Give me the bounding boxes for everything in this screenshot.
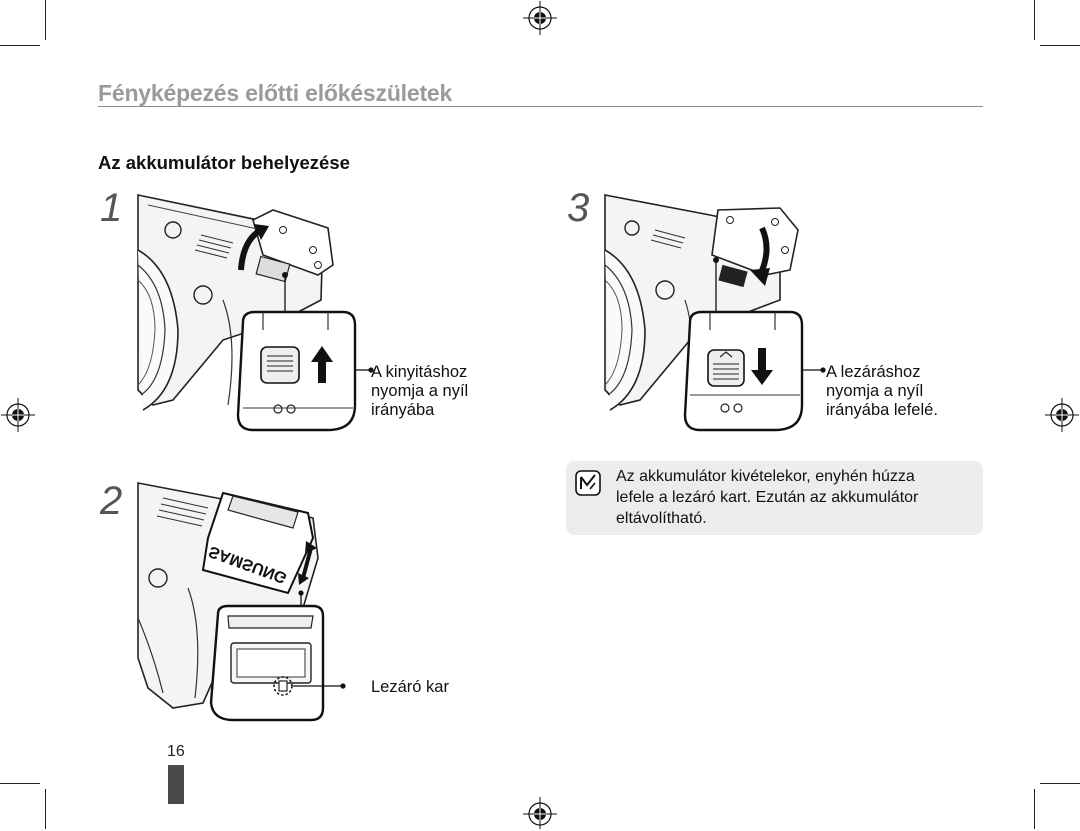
registration-mark-left [1, 398, 35, 432]
section-heading: Az akkumulátor behelyezése [98, 152, 350, 173]
callout-line: nyomja a nyíl [371, 382, 469, 400]
step-number-1: 1 [100, 186, 123, 230]
step-1-callout: A kinyitáshoz nyomja a nyíl irányába [371, 363, 468, 420]
note-pencil-icon [575, 470, 601, 496]
step-number-3: 3 [567, 186, 590, 230]
step-3-illustration [604, 194, 826, 432]
page-tab-marker [168, 765, 184, 804]
registration-mark-bottom [523, 797, 557, 829]
step-1-illustration [137, 194, 374, 432]
callout-line: Lezáró kar [371, 678, 449, 696]
title-rule [98, 106, 983, 107]
note-text: Az akkumulátor kivételekor, enyhén húzza… [616, 466, 968, 529]
callout-line: A kinyitáshoz [371, 363, 468, 381]
step-3-callout: A lezáráshoz nyomja a nyíl irányába lefe… [826, 363, 938, 420]
page-number: 16 [167, 743, 185, 760]
callout-line: nyomja a nyíl [826, 382, 924, 400]
callout-line: irányába lefelé. [826, 401, 938, 419]
registration-mark-top [523, 1, 557, 35]
step-2-illustration: SAMSUNG [137, 482, 346, 722]
registration-mark-right [1045, 398, 1079, 432]
note-box [566, 461, 983, 535]
chapter-title: Fényképezés előtti előkészületek [98, 80, 453, 106]
note-line: Az akkumulátor kivételekor, enyhén húzza [616, 468, 915, 485]
callout-line: A lezáráshoz [826, 363, 921, 381]
callout-line: irányába [371, 401, 435, 419]
step-number-2: 2 [100, 479, 123, 523]
step-2-callout: Lezáró kar [371, 678, 449, 697]
note-line: lefele a lezáró kart. Ezután az akkumulá… [616, 489, 919, 506]
note-line: eltávolítható. [616, 510, 707, 527]
